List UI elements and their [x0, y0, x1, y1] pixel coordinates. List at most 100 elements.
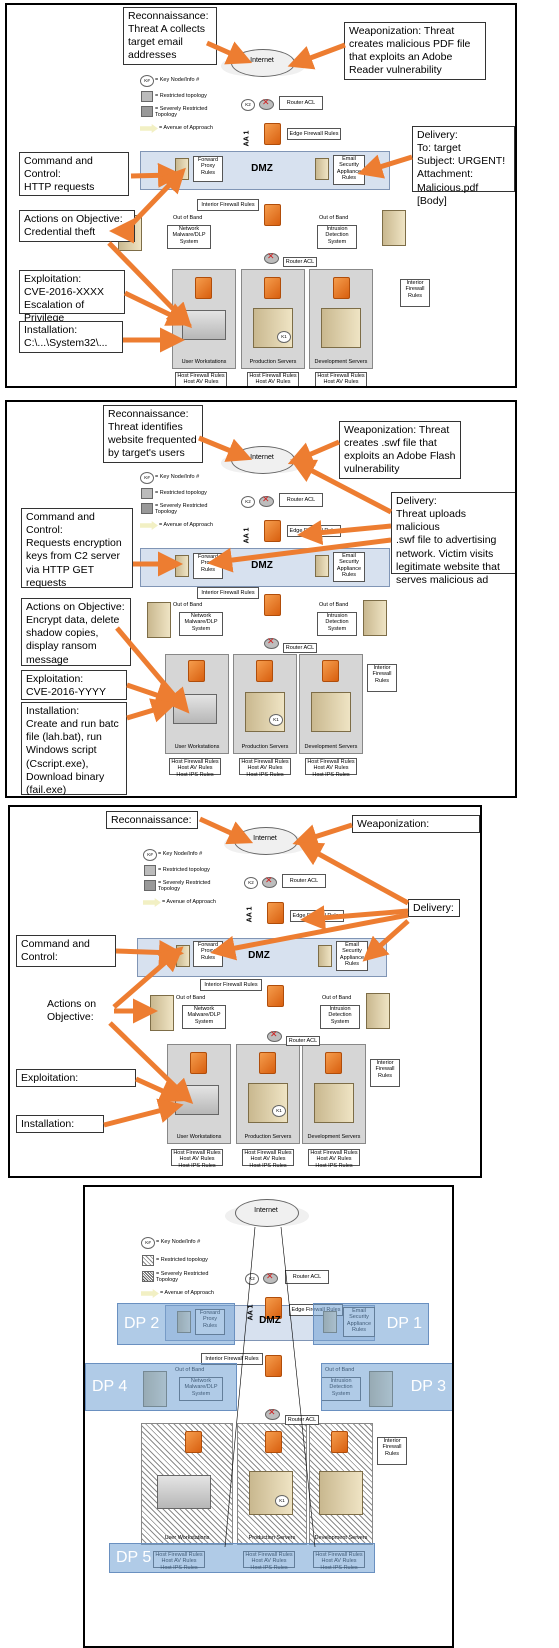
legend-restricted-icon [142, 1255, 154, 1266]
internet-label: Internet [254, 1207, 278, 1214]
router-acl-2-box: Router ACL [286, 1036, 320, 1046]
proxy-server-icon [175, 158, 189, 180]
legend-restricted-icon [141, 488, 153, 499]
k2-marker: K2 [244, 877, 258, 889]
legend-key-node-label: = Key Node/Info # [158, 851, 203, 857]
email-server-icon [318, 945, 332, 967]
panel-2: Internet K# = Key Node/Info # = Restrict… [5, 400, 517, 798]
production-servers-label: Production Servers [249, 359, 297, 365]
p1-exploit-label: Exploitation: CVE-2016-XXXX Escalation o… [19, 270, 125, 324]
router-2-icon [264, 636, 279, 649]
user-workstations-label: User Workstations [176, 1134, 222, 1140]
router-acl-2-box: Router ACL [283, 257, 317, 267]
proxy-server-icon [175, 555, 189, 577]
legend-severely-icon [142, 1271, 154, 1282]
development-servers-label: Development Servers [307, 1134, 361, 1140]
k1-marker: K1 [269, 714, 283, 726]
out-of-band-left: Out of Band [173, 602, 203, 608]
host-rules-development: Host Firewall Rules Host AV Rules Host I… [308, 1149, 360, 1169]
router-acl-box: Router ACL [279, 96, 323, 110]
dmz-label: DMZ [251, 560, 273, 571]
legend-avenue-label: = Avenue of Approach [160, 1290, 214, 1296]
intrusion-detection-box: Intrusion Detection System [317, 612, 357, 636]
interior-firewall-icon [264, 204, 281, 226]
k1-marker: K1 [275, 1495, 289, 1507]
host-rules-workstations: Host Firewall Rules Host AV Rules Host I… [171, 1149, 223, 1169]
interior-firewall-rules-box: Interior Firewall Rules [370, 1059, 400, 1087]
out-of-band-right: Out of Band [319, 215, 349, 221]
router-acl-box: Router ACL [282, 874, 326, 888]
k2-marker: K2 [241, 99, 255, 111]
legend-avenue-icon [143, 898, 161, 907]
workstation-computers-icon [182, 310, 226, 340]
malware-server-icon [150, 995, 174, 1031]
dmz-label: DMZ [251, 163, 273, 174]
legend-key-node-icon: K# [143, 849, 157, 861]
out-of-band-right: Out of Band [319, 602, 349, 608]
development-firewall-icon [322, 660, 339, 682]
development-servers-label: Development Servers [304, 744, 358, 750]
workstation-computers-icon [175, 1085, 219, 1115]
workstation-firewall-icon [190, 1052, 207, 1074]
dp5-overlay: DP 5 [109, 1543, 375, 1573]
legend-severely-label: = Severely Restricted Topology [158, 880, 211, 893]
workstation-computers-icon [157, 1475, 211, 1509]
out-of-band-left: Out of Band [173, 215, 203, 221]
interior-firewall-box: Interior Firewall Rules [200, 979, 262, 991]
host-rules-workstations: Host Firewall Rules Host AV Rules Host I… [169, 758, 221, 778]
production-servers-label: Production Servers [248, 1535, 296, 1541]
legend-avenue-label: = Avenue of Approach [159, 125, 213, 131]
legend-restricted-icon [141, 91, 153, 102]
host-rules-production: Host Firewall Rules Host AV Rules Host I… [239, 758, 291, 778]
legend-restricted-label: = Restricted topology [155, 93, 207, 99]
dmz-label: DMZ [248, 950, 270, 961]
host-rules-development: Host Firewall Rules Host AV Rules Host I… [305, 758, 357, 778]
dmz-label: DMZ [259, 1315, 281, 1326]
p1-delivery-label: Delivery: To: target Subject: URGENT! At… [412, 126, 515, 207]
legend-restricted-icon [144, 865, 156, 876]
legend-restricted-label: = Restricted topology [156, 1257, 208, 1263]
legend-key-node-icon: K# [140, 75, 154, 87]
legend-key-node-label: = Key Node/Info # [156, 1239, 201, 1245]
production-firewall-icon [256, 660, 273, 682]
production-servers-icon [245, 692, 285, 732]
out-of-band-left: Out of Band [176, 995, 206, 1001]
interior-firewall-icon [265, 1355, 282, 1377]
k2-marker: K2 [245, 1273, 259, 1285]
forward-proxy-box: Forward Proxy Rules [193, 156, 223, 182]
development-firewall-icon [325, 1052, 342, 1074]
production-servers-icon [249, 1471, 293, 1515]
development-firewall-icon [331, 1431, 348, 1453]
interior-firewall-box: Interior Firewall Rules [197, 199, 259, 211]
out-of-band-right: Out of Band [322, 995, 352, 1001]
legend-avenue-label: = Avenue of Approach [159, 522, 213, 528]
legend-key-node-icon: K# [141, 1237, 155, 1249]
p3-exploit-label: Exploitation: [16, 1069, 136, 1087]
production-firewall-icon [265, 1431, 282, 1453]
interior-firewall-rules-box: Interior Firewall Rules [367, 664, 397, 692]
router-2-icon [264, 251, 279, 264]
development-servers-icon [314, 1083, 354, 1123]
legend-severely-label: = Severely Restricted Topology [155, 503, 208, 516]
router-2-icon [267, 1029, 282, 1042]
router-acl-2-box: Router ACL [283, 643, 317, 653]
router-icon [259, 494, 274, 507]
dp3-overlay: DP 3 [321, 1363, 452, 1411]
p2-delivery-label: Delivery: Threat uploads malicious .swf … [391, 492, 515, 586]
p1-weaponization-label: Weaponization: Threat creates malicious … [344, 22, 486, 80]
p2-install-label: Installation: Create and run batc file (… [21, 702, 127, 796]
p2-recon-label: Reconnaissance: Threat identifies websit… [103, 405, 203, 463]
development-servers-icon [311, 692, 351, 732]
p3-actions-label: Actions on Objective: [44, 997, 120, 1027]
legend-key-node-label: = Key Node/Info # [155, 77, 200, 83]
host-rules-development: Host Firewall Rules Host AV Rules Host I… [315, 372, 367, 386]
ids-server-icon [363, 600, 387, 636]
dp4-overlay: DP 4 [85, 1363, 237, 1411]
p1-recon-label: Reconnaissance: Threat A collects target… [123, 7, 217, 65]
development-servers-label: Development Servers [314, 359, 368, 365]
legend-severely-icon [144, 880, 156, 891]
network-malware-box: Network Malware/DLP System [179, 612, 223, 636]
user-workstations-label: User Workstations [181, 359, 227, 365]
development-servers-icon [321, 308, 361, 348]
internet-cloud [235, 1199, 299, 1227]
